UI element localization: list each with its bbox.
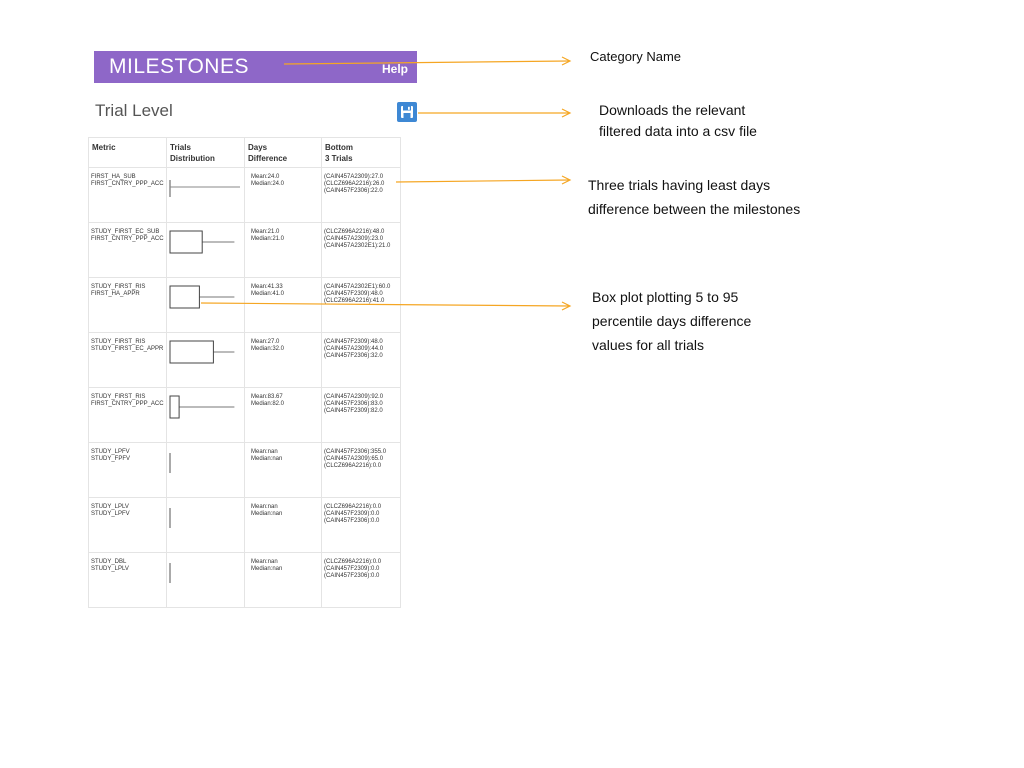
bottom-3-trials-cell: (CAIN457A2309):27.0(CLCZ696A2216):26.0(C… [321,167,401,223]
trials-distribution-cell [166,387,245,443]
annotation-bottom-3-trials: Three trials having least days differenc… [588,177,801,217]
bottom-3-trials-cell: (CLCZ696A2216):0.0(CAIN457F2309):0.0(CAI… [321,552,401,608]
arrow-box-plot [200,302,570,307]
box-plot [169,285,235,309]
box-plot-box [169,340,214,364]
trials-distribution-cell [166,277,245,333]
annotation-box-plot: Box plot plotting 5 to 95 percentile day… [592,289,752,353]
box-plot [169,563,171,583]
download-csv-button[interactable] [397,102,417,122]
box-plot [169,180,240,197]
category-header: MILESTONES Help [94,51,417,83]
bottom-3-trials-cell: (CLCZ696A2216):48.0(CAIN457A2309):23.0(C… [321,222,401,278]
box-plot [169,453,171,473]
box-plot [169,395,235,419]
trials-distribution-cell [166,497,245,553]
box-plot [169,508,171,528]
help-link[interactable]: Help [381,62,408,76]
arrow-category [283,60,570,65]
box-plot-box [169,395,180,419]
trials-distribution-cell [166,222,245,278]
bottom-3-trials-cell: (CAIN457F2309):48.0(CAIN457A2309):44.0(C… [321,332,401,388]
box-plot [169,230,235,254]
arrow-bottom-3 [395,179,570,183]
box-plot [169,340,235,364]
section-title: Trial Level [95,101,173,120]
save-icon [401,106,413,118]
annotation-category-name: Category Name [590,49,682,64]
box-plot-box [169,230,203,254]
box-plot-box [169,285,200,309]
trials-distribution-cell [166,552,245,608]
category-title: MILESTONES [109,55,249,78]
trials-distribution-cell [166,332,245,388]
annotation-download: Downloads the relevant filtered data int… [599,102,757,139]
bottom-3-trials-cell: (CLCZ696A2216):0.0(CAIN457F2309):0.0(CAI… [321,497,401,553]
